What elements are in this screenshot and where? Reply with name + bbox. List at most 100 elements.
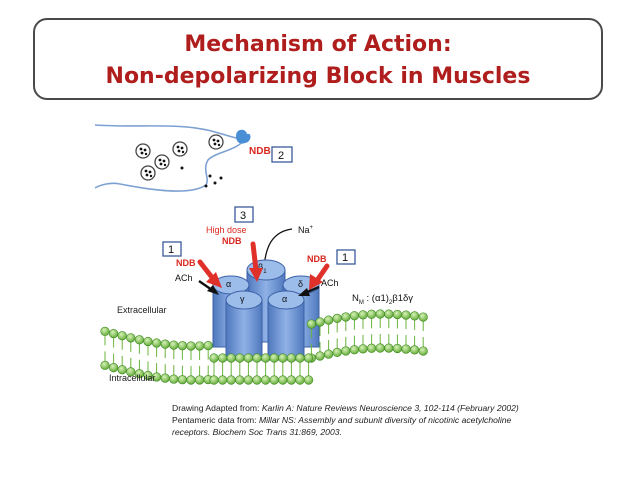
citation-line-2: Pentameric data from: Millar NS: Assembl… xyxy=(172,415,512,425)
label-box-1-left xyxy=(162,241,182,257)
lipid-head xyxy=(349,311,360,321)
lipid-head xyxy=(304,375,314,385)
lipid-head xyxy=(209,375,219,385)
ndb-label-high-dose: NDB xyxy=(222,236,242,246)
lipid-head xyxy=(186,375,196,385)
lipid-head xyxy=(226,353,236,363)
na-label: Na+ xyxy=(298,225,314,235)
lipid-head xyxy=(367,343,377,353)
released-ach-dots xyxy=(180,166,223,188)
lipid-head xyxy=(126,367,136,377)
lipid-head xyxy=(341,312,351,322)
lipid-head xyxy=(177,341,187,351)
lipid-head xyxy=(143,336,153,347)
label-box-2 xyxy=(271,146,293,163)
lipid-head xyxy=(243,375,253,385)
lipid-head xyxy=(358,310,368,320)
label-box-1-right xyxy=(336,249,356,265)
lipid-head xyxy=(108,328,119,339)
lipid-head xyxy=(261,353,271,363)
lipid-head xyxy=(286,375,297,385)
lipid-head xyxy=(286,353,297,363)
lipid-head xyxy=(117,365,127,375)
ndb-label-right: NDB xyxy=(307,254,327,264)
lipid-head xyxy=(100,360,110,370)
lipid-head xyxy=(324,349,334,359)
lipid-head xyxy=(384,309,394,319)
lipid-head xyxy=(315,351,325,361)
lipid-bilayer xyxy=(100,309,428,385)
lipid-head xyxy=(269,353,279,363)
citation-line-3: receptors. Biochem Soc Trans 31:869, 200… xyxy=(172,427,342,437)
lipid-head xyxy=(235,375,245,385)
lipid-head xyxy=(108,362,119,373)
high-dose-label: High dose xyxy=(206,225,247,235)
label-box-3-text: 3 xyxy=(240,210,246,222)
lipid-head xyxy=(117,331,127,341)
lipid-head xyxy=(152,338,162,348)
lipid-head xyxy=(203,340,213,351)
label-box-1-left-text: 1 xyxy=(168,244,174,256)
lipid-head xyxy=(218,375,228,385)
lipid-head xyxy=(269,375,279,385)
lipid-head xyxy=(235,353,245,363)
lipid-head xyxy=(218,353,228,363)
lipid-head xyxy=(278,375,288,385)
lipid-head xyxy=(410,345,420,355)
ndb-label-terminal: NDB xyxy=(249,146,271,157)
label-box-3 xyxy=(234,206,254,223)
lipid-head xyxy=(324,315,334,325)
ndb-terminal-marker xyxy=(236,129,251,144)
lipid-head xyxy=(375,309,385,319)
lipid-head xyxy=(160,373,170,383)
lipid-head xyxy=(375,343,385,353)
lipid-head xyxy=(295,353,305,363)
label-box-2-text: 2 xyxy=(278,150,284,162)
lipid-head xyxy=(226,375,236,385)
ndb-arrows xyxy=(197,241,330,290)
alpha-label-left: α xyxy=(226,279,231,289)
lipid-head xyxy=(358,344,368,354)
lipid-head xyxy=(418,312,428,322)
receptor-channel xyxy=(212,259,320,361)
label-box-1-right-text: 1 xyxy=(342,252,348,264)
gamma-label: γ xyxy=(240,294,245,304)
vesicles xyxy=(135,134,224,181)
lipid-head xyxy=(367,309,377,319)
lipid-head xyxy=(261,375,271,385)
lipid-head xyxy=(349,345,360,355)
lipid-head xyxy=(195,341,205,351)
ach-arrows xyxy=(198,279,320,296)
lipid-head xyxy=(410,311,420,321)
lipid-head xyxy=(295,375,305,385)
lipid-head xyxy=(134,335,144,345)
lipid-head xyxy=(186,341,196,351)
lipid-head xyxy=(169,374,179,384)
beta1-label: β1 xyxy=(258,262,267,275)
lipid-head xyxy=(332,313,342,323)
citation-block: Drawing Adapted from: Karlin A: Nature R… xyxy=(172,402,592,438)
lipid-head xyxy=(160,339,170,349)
lipid-head xyxy=(134,369,144,379)
lipid-head xyxy=(384,343,394,353)
lipid-head xyxy=(243,353,253,363)
lipid-head xyxy=(392,343,403,354)
lipid-head xyxy=(209,353,219,363)
lipid-head xyxy=(418,346,428,356)
nm-formula: NM : (α1)2β1δγ xyxy=(352,293,413,306)
lipid-head xyxy=(177,375,187,385)
lipid-head xyxy=(392,309,403,320)
lipid-head xyxy=(126,333,136,343)
lipid-head xyxy=(278,353,288,363)
ndb-label-left: NDB xyxy=(176,258,196,268)
nerve-terminal xyxy=(94,124,247,192)
ach-label-left: ACh xyxy=(175,273,193,283)
title-line-1: Mechanism of Action: xyxy=(184,32,452,57)
lipid-head xyxy=(169,340,179,350)
lipid-head xyxy=(401,310,411,320)
intracellular-label: Intracellular xyxy=(109,373,156,383)
lipid-head xyxy=(195,375,205,385)
lipid-head xyxy=(304,353,314,363)
lipid-head xyxy=(315,317,325,327)
lipid-head xyxy=(332,347,342,357)
